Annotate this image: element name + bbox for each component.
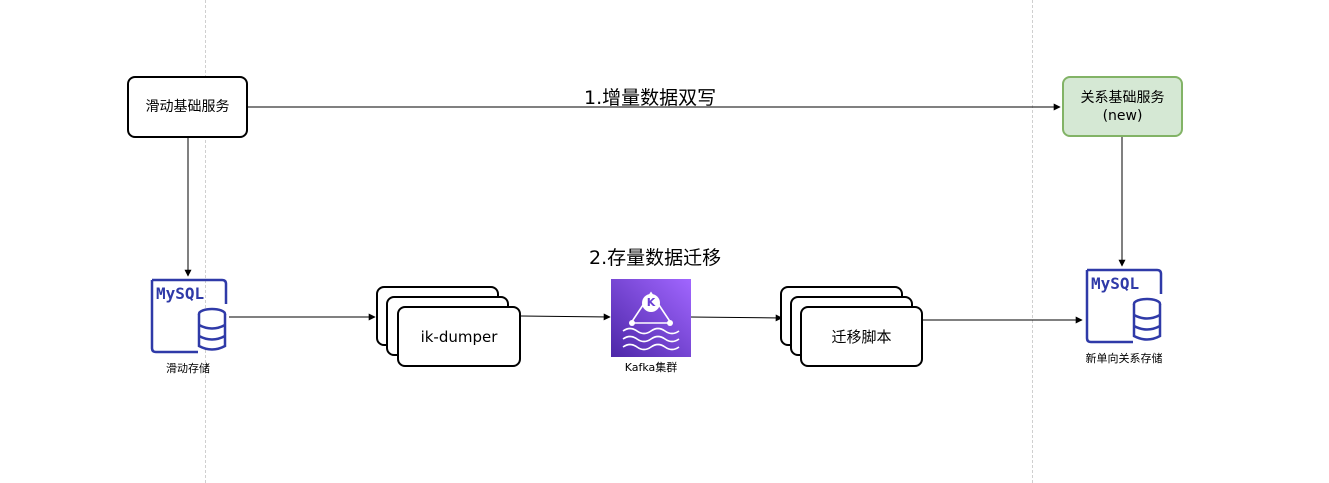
source-mysql-logo: MySQL [156,284,205,303]
dumper-box[interactable]: ik-dumper [397,306,521,367]
mysql-database-icon [150,278,228,354]
migration-box[interactable]: 迁移脚本 [800,306,923,367]
kafka-cluster-node[interactable]: K [611,279,691,357]
source-service-box[interactable]: 滑动基础服务 [127,76,248,138]
arrow-dumper-to-kafka [520,313,611,321]
target-service-version: (new) [1102,107,1143,124]
source-service-label: 滑动基础服务 [145,99,230,115]
target-service-label: 关系基础服务 [1080,89,1165,106]
target-mysql-node[interactable]: MySQL [1083,268,1165,344]
target-storage-caption: 新单向关系存储 [1085,352,1163,365]
arrow-kafka-to-migration [689,314,783,322]
kafka-caption: Kafka集群 [624,361,678,374]
source-storage-caption: 滑动存储 [166,362,210,375]
guide-line-left [205,0,206,483]
dumper-label: ik-dumper [420,327,498,346]
step-1-label: 1.增量数据双写 [584,87,717,109]
step-2-label: 2.存量数据迁移 [589,247,722,269]
kafka-letter: K [646,296,656,309]
target-service-box[interactable]: 关系基础服务 (new) [1062,76,1183,137]
guide-line-right [1032,0,1033,483]
source-mysql-node[interactable]: MySQL [148,278,230,354]
migration-label: 迁移脚本 [831,328,892,346]
mysql-database-icon [1085,268,1163,344]
target-mysql-logo: MySQL [1091,274,1140,293]
kafka-cluster-icon [611,279,691,357]
